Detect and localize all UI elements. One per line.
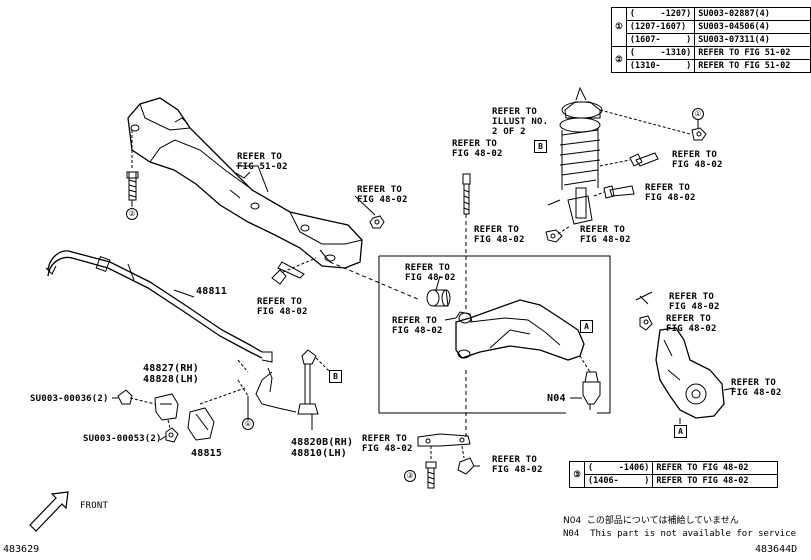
front-label: FRONT bbox=[80, 501, 109, 511]
stabilizer-bracket-drawing bbox=[117, 389, 215, 443]
knuckle-ref-label-2: REFER TO FIG 48-02 bbox=[666, 314, 717, 334]
knuckle-drawing bbox=[635, 291, 735, 424]
circled-2: ② bbox=[615, 54, 623, 65]
diagram-code-left: 483629 bbox=[3, 544, 40, 555]
table2-part: REFER TO FIG 48-02 bbox=[652, 461, 779, 475]
part-00053-label: SU003-00053(2) bbox=[83, 434, 162, 444]
bolt-bottom-drawing bbox=[425, 446, 437, 489]
circled-3: ③ bbox=[573, 469, 581, 480]
nut-top-right-drawing bbox=[599, 109, 707, 141]
table2-part: REFER TO FIG 48-02 bbox=[652, 474, 779, 488]
crossmember-bolt-ref-label: REFER TO FIG 48-02 bbox=[357, 185, 408, 205]
part-48820-label: 48820B(RH) 48810(LH) bbox=[291, 437, 354, 459]
bushing-drawing bbox=[426, 289, 451, 307]
table2-range: (1406- ) bbox=[583, 474, 654, 488]
stabilizer-link-drawing bbox=[255, 349, 331, 430]
circled-1: ① bbox=[615, 22, 623, 32]
bush-ref-label: REFER TO FIG 48-02 bbox=[405, 263, 456, 283]
circled-3-bolt: ③ bbox=[404, 470, 416, 482]
nut-crossmember-drawing bbox=[354, 195, 385, 229]
table1-range: ( -1207) bbox=[625, 7, 696, 21]
stabilizer-bar-drawing bbox=[45, 250, 273, 363]
lower-arm-drawing bbox=[455, 299, 585, 361]
circled-2-bolt: ② bbox=[126, 208, 138, 220]
bolt-under-crossmember-drawing bbox=[271, 257, 317, 285]
nut-bottom-ref-label: REFER TO FIG 48-02 bbox=[492, 455, 543, 475]
variant-table-1: ① ( -1207) SU003-02887(4) (1207-1607) SU… bbox=[611, 7, 811, 73]
table1-part: SU003-02887(4) bbox=[694, 7, 811, 21]
crossmember-ref-label: REFER TO FIG 51-02 bbox=[237, 152, 288, 172]
strut-drawing bbox=[559, 86, 603, 225]
table1-range: ( -1310) bbox=[625, 46, 696, 60]
note-english: N04 This part is not available for servi… bbox=[563, 529, 796, 539]
circled-1-link: ① bbox=[242, 418, 254, 430]
bolt-low-ref-label: REFER TO FIG 48-02 bbox=[257, 297, 308, 317]
illust-ref-label: REFER TO ILLUST NO. 2 OF 2 bbox=[492, 107, 549, 137]
bolt-left-drawing bbox=[126, 130, 139, 207]
table1-part: SU003-04506(4) bbox=[694, 20, 811, 34]
diagram-code-right: 483644D bbox=[755, 544, 798, 555]
arm-bottom-ref-label: REFER TO FIG 48-02 bbox=[362, 434, 413, 454]
part-48827-label: 48827(RH) 48828(LH) bbox=[143, 363, 199, 385]
box-a-knuckle: A bbox=[674, 425, 687, 438]
bolt-mid-ref-label: REFER TO FIG 48-02 bbox=[452, 139, 503, 159]
box-b-strut: B bbox=[534, 140, 547, 153]
strut-bolts-drawing bbox=[545, 152, 659, 243]
part-00036-label: SU003-00036(2) bbox=[30, 394, 109, 404]
bush2-ref-label: REFER TO FIG 48-02 bbox=[392, 316, 443, 336]
table1-range: (1207-1607) bbox=[625, 20, 696, 34]
table1-part: REFER TO FIG 51-02 bbox=[694, 59, 811, 73]
crossmember-drawing bbox=[127, 97, 363, 269]
table1-part: REFER TO FIG 51-02 bbox=[694, 46, 811, 60]
table1-part: SU003-07311(4) bbox=[694, 33, 811, 47]
lower-arm-box bbox=[378, 255, 611, 414]
strut-ref-label-1: REFER TO FIG 48-02 bbox=[672, 150, 723, 170]
leader-48811 bbox=[173, 289, 195, 298]
variant-table-3: ③ ( -1406) REFER TO FIG 48-02 (1406- ) R… bbox=[569, 461, 779, 488]
part-48811-label: 48811 bbox=[196, 286, 228, 297]
knuckle-ref-label-1: REFER TO FIG 48-02 bbox=[669, 292, 720, 312]
circled-1-nut: ① bbox=[692, 108, 704, 120]
table1-range: (1310- ) bbox=[625, 59, 696, 73]
box-a-arm: A bbox=[580, 320, 593, 333]
long-bolt-drawing bbox=[462, 173, 471, 440]
arm-ref-label: REFER TO FIG 48-02 bbox=[474, 225, 525, 245]
strut-ref-label-2: REFER TO FIG 48-02 bbox=[645, 183, 696, 203]
n04-label: N04 bbox=[547, 393, 566, 404]
part-48815-label: 48815 bbox=[191, 448, 223, 459]
note-japanese: N04 この部品については補給していません bbox=[563, 516, 739, 526]
bottom-bracket-drawing bbox=[417, 433, 480, 475]
front-arrow-drawing bbox=[29, 491, 69, 532]
box-b-link: B bbox=[329, 370, 342, 383]
leader-crossmember bbox=[236, 165, 269, 193]
knuckle-ref-label-3: REFER TO FIG 48-02 bbox=[731, 378, 782, 398]
ball-joint-drawing bbox=[579, 355, 601, 410]
strut-ref-label-3: REFER TO FIG 48-02 bbox=[580, 225, 631, 245]
table2-range: ( -1406) bbox=[583, 461, 654, 475]
table1-range: (1607- ) bbox=[625, 33, 696, 47]
